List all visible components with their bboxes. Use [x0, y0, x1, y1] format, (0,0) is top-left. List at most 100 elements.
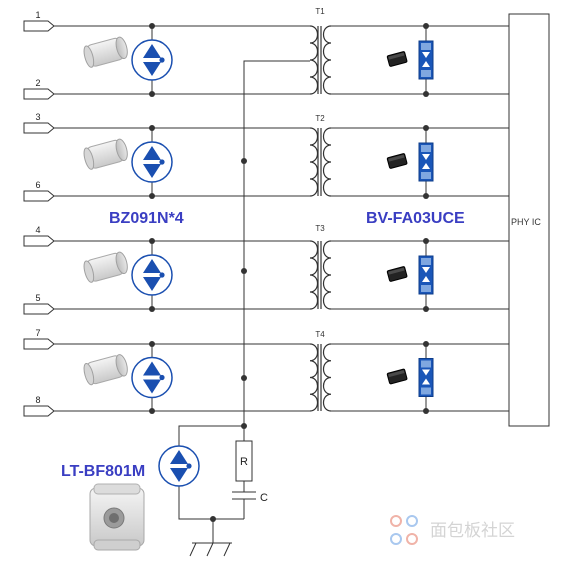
tvs-photo — [386, 51, 408, 67]
gdt-photo — [83, 138, 128, 170]
pin-label: 8 — [35, 395, 40, 405]
tvs-pad — [421, 360, 431, 368]
gdt-photo-cap — [83, 45, 95, 68]
pin-label: 2 — [35, 78, 40, 88]
tvs-photo-top — [388, 370, 405, 378]
gdt-electrode — [143, 44, 161, 58]
tvs-diode — [422, 276, 430, 282]
gdt-dot — [159, 374, 165, 381]
junction-dot — [241, 375, 247, 381]
gdt-circle — [131, 39, 173, 81]
resistor-label: R — [240, 456, 248, 468]
gdt-circle — [131, 356, 173, 399]
gdt-common-symbol — [158, 445, 200, 487]
tvs-symbol — [418, 358, 434, 397]
transformer-winding — [322, 240, 332, 310]
gdt-photo-cap — [115, 354, 128, 377]
gdt-dot — [159, 57, 165, 63]
pin-connector — [23, 338, 55, 350]
tvs-symbol — [418, 142, 434, 182]
gdt-photo — [83, 354, 128, 386]
pin-connector — [23, 88, 55, 100]
gdt-photo-cap — [115, 138, 128, 162]
pin-connector — [23, 235, 55, 247]
junction-dot — [423, 306, 429, 312]
pin-connector — [23, 190, 55, 202]
pin-connector — [23, 303, 55, 315]
tvs-diode — [422, 267, 430, 273]
transformer-winding — [309, 127, 319, 197]
gdt-photo-cap — [83, 147, 95, 170]
transformer-label: T4 — [315, 330, 325, 339]
ground-hatch — [189, 542, 197, 557]
center-tap-bus — [243, 60, 310, 426]
gdt-symbol — [131, 254, 173, 296]
gdt-photo — [83, 36, 128, 68]
gdt-electrode — [143, 277, 161, 291]
gdt-common-photo — [89, 483, 145, 551]
junction-dot — [423, 23, 429, 29]
pin-label: 7 — [35, 328, 40, 338]
pin-connector — [23, 20, 55, 32]
gdt-electrode — [143, 379, 161, 394]
transformer-winding — [322, 25, 332, 95]
gdt-electrode — [143, 361, 161, 376]
tvs-diode — [422, 163, 430, 169]
tvs-pad — [421, 387, 431, 395]
pin-label: 5 — [35, 293, 40, 303]
gdt-symbol — [131, 356, 173, 399]
tvs-body — [418, 255, 434, 295]
gdt-photo — [83, 251, 128, 283]
transformer-winding — [309, 343, 319, 412]
gdt-pair-label: BZ091N*4 — [109, 210, 184, 227]
pin-connector — [23, 122, 55, 134]
gdt-dot — [159, 159, 165, 165]
tvs-pad — [421, 70, 431, 77]
tvs-body — [418, 40, 434, 80]
tvs-photo-top — [388, 52, 405, 60]
gdt-electrode — [143, 164, 161, 178]
junction-dot — [149, 125, 155, 131]
junction-dot — [423, 193, 429, 199]
gdt-photo-cap — [115, 36, 128, 60]
gdt-photo-cap — [115, 251, 128, 275]
tvs-body — [418, 142, 434, 182]
tvs-diode — [422, 369, 430, 376]
pin-label: 3 — [35, 112, 40, 122]
gdt-electrode — [143, 259, 161, 273]
gdt-photo-cap — [83, 260, 95, 283]
ground-hatch — [223, 542, 231, 557]
tvs-photo-top — [388, 267, 405, 275]
junction-dot — [149, 193, 155, 199]
gdt-symbol — [131, 141, 173, 183]
gdt-circle — [131, 254, 173, 296]
junction-dot — [423, 408, 429, 414]
junction-dot — [149, 91, 155, 97]
tvs-diode — [422, 52, 430, 58]
pin-label: 1 — [35, 10, 40, 20]
transformer-winding — [309, 240, 319, 310]
junction-dot — [241, 268, 247, 274]
junction-dot — [149, 306, 155, 312]
tvs-pad — [421, 145, 431, 152]
junction-dot — [423, 238, 429, 244]
tvs-pad — [421, 258, 431, 265]
gdt-electrode — [143, 146, 161, 160]
gdt-electrode — [143, 62, 161, 76]
transformer-label: T1 — [315, 7, 325, 16]
gdt-dot — [159, 272, 165, 278]
transformer-label: T2 — [315, 114, 325, 123]
tvs-photo — [386, 266, 408, 282]
pin-label: 4 — [35, 225, 40, 235]
transformer-winding — [322, 343, 332, 412]
junction-dot — [423, 125, 429, 131]
tvs-symbol — [418, 40, 434, 80]
tvs-symbol — [418, 255, 434, 295]
tvs-diode — [422, 154, 430, 160]
phy-ic-box — [508, 13, 550, 427]
gdt-photo-cap — [83, 362, 95, 386]
tvs-diode — [422, 61, 430, 67]
watermark: 面包板社区 — [430, 521, 515, 541]
